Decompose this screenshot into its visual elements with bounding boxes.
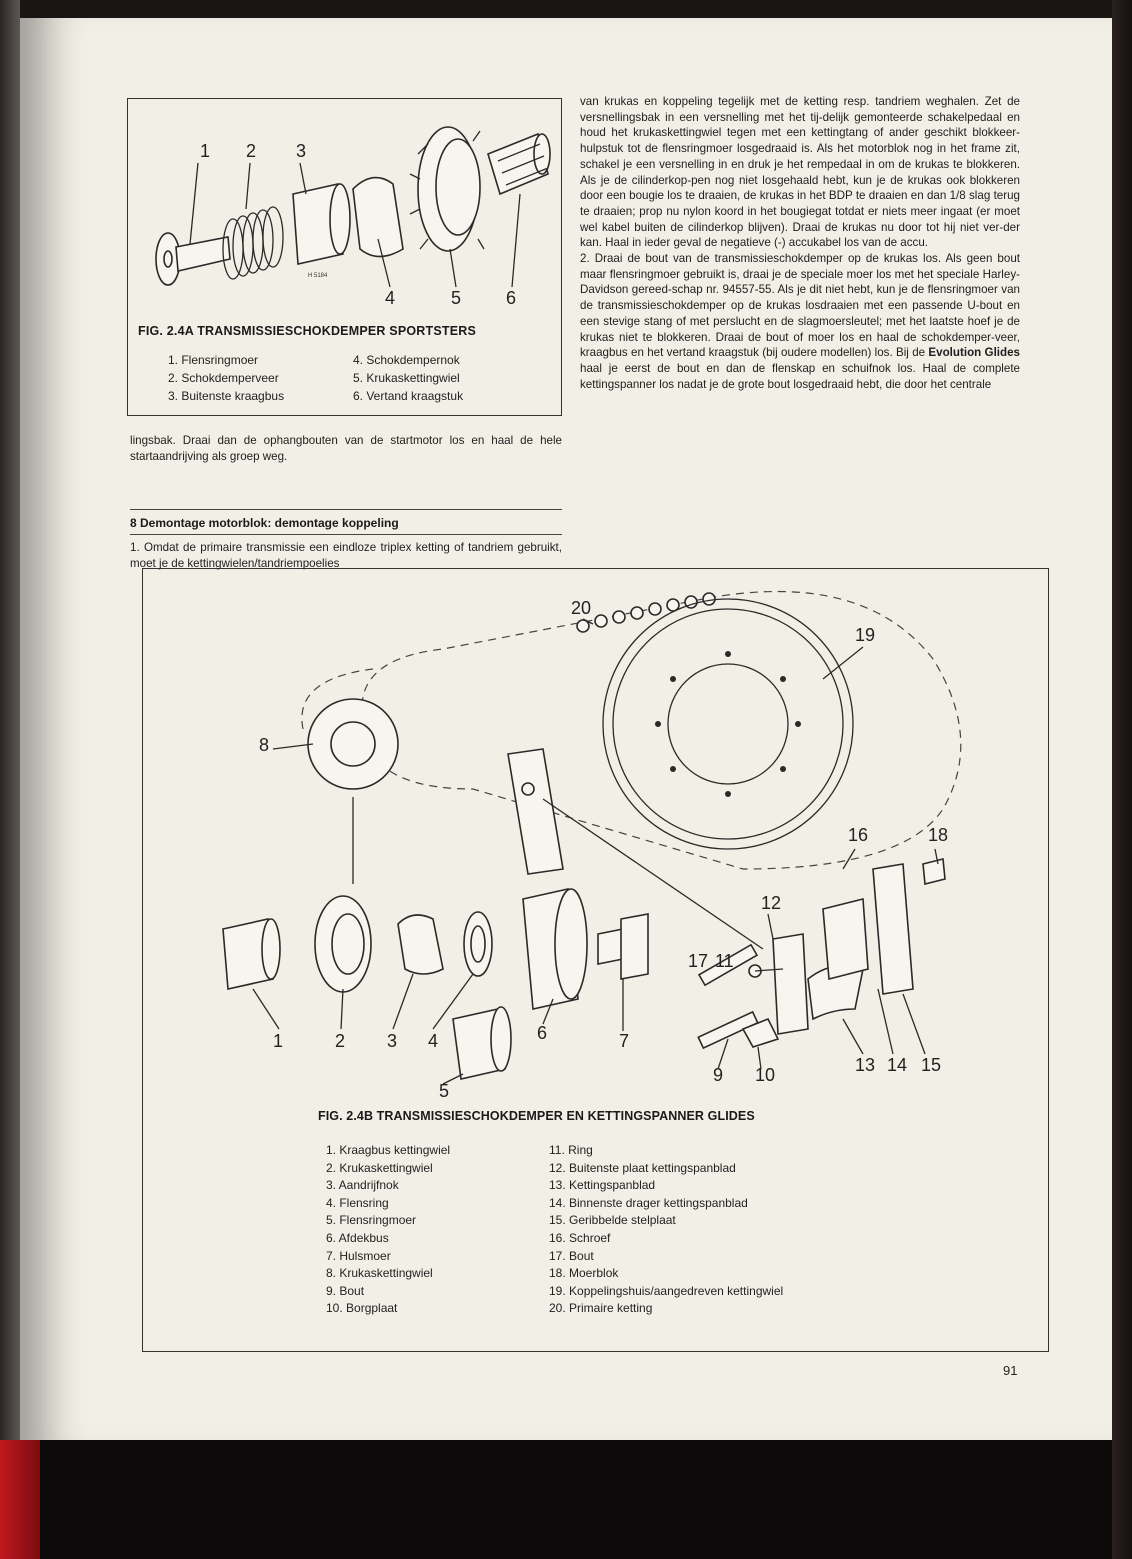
figure-2-4a: 1 2 3 4 5 6 H 5184 FIG. 2.4A TRANSMISSIE… (127, 98, 562, 416)
legend-item: 4. Flensring (326, 1195, 389, 1210)
legend-item: 1. Flensringmoer (168, 353, 259, 367)
callout-20: 20 (571, 598, 591, 618)
figure-2-4b-caption: FIG. 2.4B TRANSMISSIESCHOKDEMPER EN KETT… (318, 1109, 755, 1123)
legend-item: 12. Buitenste plaat kettingspanblad (549, 1160, 736, 1175)
legend-item: 3. Buitenste kraagbus (168, 389, 285, 403)
legend-item: 15. Geribbelde stelplaat (549, 1213, 676, 1228)
book-edge-right (1112, 0, 1132, 1559)
figure-stamp: H 5184 (308, 273, 328, 279)
chain-links (576, 592, 716, 633)
legend-item: 19. Koppelingshuis/aangedreven kettingwi… (549, 1283, 784, 1298)
callout-3: 3 (387, 1031, 397, 1051)
legend-item: 11. Ring (549, 1143, 593, 1157)
figure-2-4a-illustration: 1 2 3 4 5 6 H 5184 (155, 126, 551, 308)
legend-item: 5. Flensringmoer (326, 1213, 417, 1228)
figure-2-4b-legend-col1: 1. Kraagbus kettingwiel 2. Krukasketting… (326, 1142, 450, 1318)
legend-item: 6. Afdekbus (326, 1230, 389, 1245)
legend-item: 13. Kettingspanblad (549, 1178, 656, 1193)
callout-1: 1 (273, 1031, 283, 1051)
callout-7: 7 (619, 1031, 629, 1051)
callout-19: 19 (855, 625, 875, 645)
legend-item: 14. Binnenste drager kettingspanblad (549, 1195, 748, 1210)
book-cover-edge (0, 1440, 40, 1559)
callout-9: 9 (713, 1065, 723, 1085)
figure-2-4a-legend-col2: 4. Schokdempernok 5. Krukaskettingwiel 6… (353, 351, 463, 405)
legend-item: 10. Borgplaat (326, 1301, 398, 1316)
callout-13: 13 (855, 1055, 875, 1075)
figure-2-4a-legend-col1: 1. Flensringmoer 2. Schokdemperveer 3. B… (168, 351, 284, 405)
background-surface (40, 1440, 1112, 1559)
legend-item: 9. Bout (326, 1283, 365, 1298)
callout-12: 12 (761, 893, 781, 913)
legend-item: 3. Aandrijfnok (326, 1178, 399, 1193)
book-page: 1 2 3 4 5 6 H 5184 FIG. 2.4A TRANSMISSIE… (20, 18, 1112, 1440)
callout-18: 18 (928, 825, 948, 845)
callout-2: 2 (246, 141, 256, 161)
callout-5: 5 (451, 288, 461, 308)
callout-6: 6 (506, 288, 516, 308)
legend-item: 18. Moerblok (549, 1266, 619, 1281)
right-column-paragraph-2: 2. Draai de bout van de transmissieschok… (580, 251, 1020, 392)
figure-2-4b-legend-col2: 11. Ring 12. Buitenste plaat kettingspan… (549, 1142, 783, 1318)
callout-14: 14 (887, 1055, 907, 1075)
callout-10: 10 (755, 1065, 775, 1085)
section-body: 1. Omdat de primaire transmissie een ein… (130, 534, 562, 571)
callout-16: 16 (848, 825, 868, 845)
figure-2-4b: 1 2 3 4 5 6 7 8 9 10 11 12 13 14 15 16 1… (142, 568, 1049, 1352)
figure-2-4b-illustration: 1 2 3 4 5 6 7 8 9 10 11 12 13 14 15 16 1… (222, 590, 962, 1099)
callout-5: 5 (439, 1081, 449, 1099)
callout-3: 3 (296, 141, 306, 161)
section-title: 8 Demontage motorblok: demontage koppeli… (130, 509, 562, 530)
paragraph-text: 2. Draai de bout van de transmissieschok… (580, 252, 1020, 360)
callout-2: 2 (335, 1031, 345, 1051)
legend-item: 8. Krukaskettingwiel (326, 1266, 433, 1281)
figure-2-4a-caption: FIG. 2.4A TRANSMISSIESCHOKDEMPER SPORTST… (138, 324, 477, 338)
legend-item: 16. Schroef (549, 1230, 611, 1245)
legend-item: 1. Kraagbus kettingwiel (326, 1143, 451, 1157)
legend-item: 7. Hulsmoer (326, 1248, 391, 1263)
page-number: 91 (1003, 1363, 1018, 1378)
legend-item: 4. Schokdempernok (353, 353, 460, 367)
book-spine (0, 0, 20, 1559)
paragraph-text: haal je eerst de bout en dan de flenskap… (580, 361, 1020, 391)
callout-6: 6 (537, 1023, 547, 1043)
callout-15: 15 (921, 1055, 941, 1075)
legend-item: 6. Vertand kraagstuk (353, 389, 464, 403)
callout-8: 8 (259, 735, 269, 755)
callout-4: 4 (385, 288, 395, 308)
left-column-paragraph: lingsbak. Draai dan de ophangbouten van … (130, 434, 562, 463)
legend-item: 20. Primaire ketting (549, 1301, 653, 1316)
primary-chain-outline (361, 590, 962, 870)
callout-4: 4 (428, 1031, 438, 1051)
callout-17: 17 (688, 951, 708, 971)
paragraph-emphasis: Evolution Glides (928, 346, 1020, 360)
right-column-text: van krukas en koppeling tegelijk met de … (580, 94, 1020, 392)
callout-11: 11 (715, 951, 734, 971)
legend-item: 2. Krukaskettingwiel (326, 1160, 433, 1175)
spring-part (222, 206, 284, 280)
legend-item: 2. Schokdemperveer (168, 371, 279, 385)
legend-item: 17. Bout (549, 1248, 594, 1263)
legend-item: 5. Krukaskettingwiel (353, 371, 460, 385)
right-column-paragraph-1: van krukas en koppeling tegelijk met de … (580, 95, 1020, 250)
callout-1: 1 (200, 141, 210, 161)
